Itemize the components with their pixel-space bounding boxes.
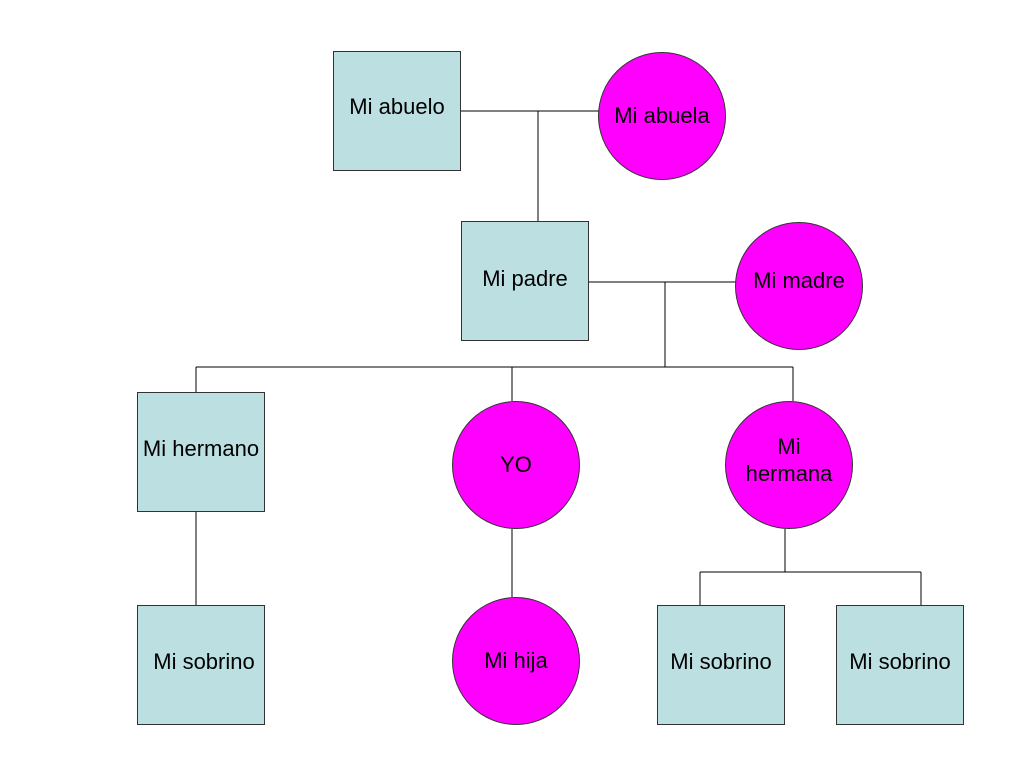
node-yo: YO [452, 401, 580, 529]
label-sobrino-2: Mi sobrino [670, 649, 772, 675]
label-abuela: Mi abuela [614, 103, 710, 129]
label-sobrino-3: Mi sobrino [849, 649, 951, 675]
node-sobrino-1: Mi sobrino [137, 605, 265, 725]
node-hija: Mi hija [452, 597, 580, 725]
label-hija: Mi hija [484, 648, 548, 674]
label-padre: Mi padre [482, 266, 568, 292]
label-hermano: Mi hermano [142, 436, 260, 462]
node-madre: Mi madre [735, 222, 863, 350]
node-hermana: Mi hermana [725, 401, 853, 529]
label-yo: YO [500, 452, 532, 478]
node-hermano: Mi hermano [137, 392, 265, 512]
node-padre: Mi padre [461, 221, 589, 341]
label-hermana: Mi hermana [745, 433, 833, 487]
label-abuelo: Mi abuelo [349, 94, 445, 120]
node-abuela: Mi abuela [598, 52, 726, 180]
label-sobrino-1: Mi sobrino [153, 649, 255, 675]
node-sobrino-3: Mi sobrino [836, 605, 964, 725]
node-sobrino-2: Mi sobrino [657, 605, 785, 725]
node-abuelo: Mi abuelo [333, 51, 461, 171]
label-madre: Mi madre [753, 268, 845, 294]
